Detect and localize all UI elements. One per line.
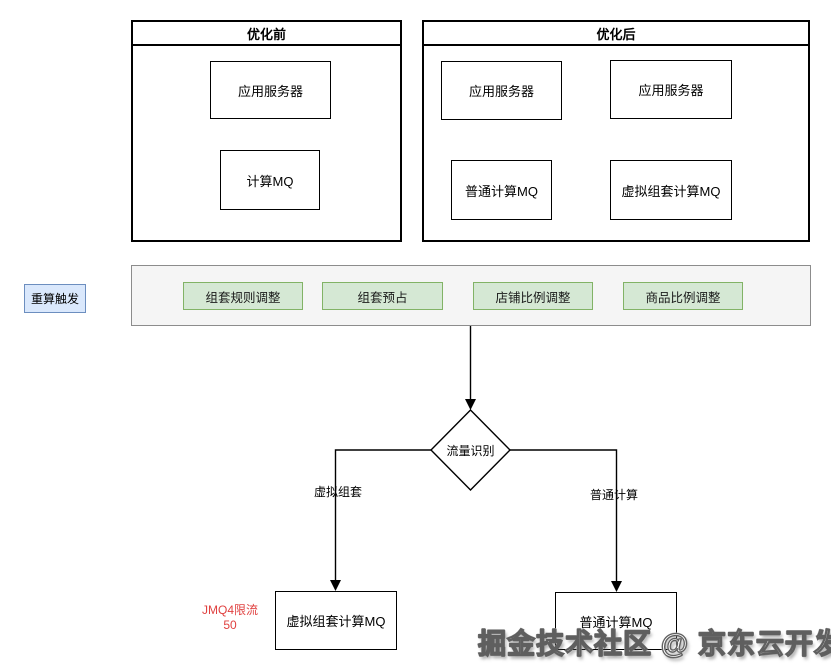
node-shop-ratio-adjust: 店铺比例调整 [473,282,593,310]
branch-label-normal-compute: 普通计算 [578,486,650,503]
group-title-text: 优化后 [596,26,636,42]
edge-decision-to-virtual-mq [334,449,431,581]
node-label: 应用服务器 [638,83,704,98]
node-set-preoccupy: 组套预占 [322,282,443,310]
branch-label-text: 普通计算 [589,488,638,502]
node-label: 应用服务器 [468,84,534,99]
node-label: 虚拟组套计算MQ [286,614,386,629]
node-label: 组套预占 [357,290,408,305]
group-title: 优化后 [424,22,808,46]
node-app-server-after-right: 应用服务器 [610,60,732,119]
node-label: 虚拟组套计算MQ [621,183,721,199]
node-label: 店铺比例调整 [495,290,571,305]
node-label: 普通计算MQ [465,183,538,199]
note-line1: JMQ4限流 [201,603,258,617]
node-label: 流量识别 [446,443,495,458]
node-label: 组套规则调整 [205,290,281,305]
edge-decision-to-normal-mq [510,449,618,582]
decision-diamond [430,409,511,491]
note-jmq4-throttle: JMQ4限流 50 [192,603,268,633]
group-title-text: 优化前 [246,26,286,42]
arrowhead-into-normal-mq-icon [611,581,622,592]
arrowhead-into-decision-icon [465,399,476,410]
node-virtual-set-compute-mq-after: 虚拟组套计算MQ [610,160,732,220]
node-recalc-trigger: 重算触发 [24,284,86,313]
node-label: 计算MQ [246,173,294,189]
node-item-ratio-adjust: 商品比例调整 [623,282,743,310]
note-line2: 50 [223,618,237,632]
node-set-rule-adjust: 组套规则调整 [183,282,303,310]
node-label: 普通计算MQ [579,614,653,630]
arrowhead-into-virtual-mq-icon [330,580,341,591]
node-normal-compute-mq: 普通计算MQ [555,592,677,650]
decision-traffic-identify-label: 流量识别 [430,438,511,462]
node-label: 商品比例调整 [645,290,721,305]
node-label: 应用服务器 [237,83,303,99]
node-compute-mq-before: 计算MQ [220,150,320,210]
node-normal-compute-mq-after: 普通计算MQ [451,160,552,220]
group-title: 优化前 [133,22,400,46]
watermark-text: 掘金技术社区 @ 京东云开发者 [477,622,831,662]
branch-label-virtual-set: 虚拟组套 [302,483,374,500]
watermark-label: 掘金技术社区 @ 京东云开发者 [477,627,831,659]
node-app-server-before: 应用服务器 [210,61,331,119]
node-label: 重算触发 [30,292,79,306]
branch-label-text: 虚拟组套 [313,485,362,499]
node-app-server-after-left: 应用服务器 [441,61,562,120]
node-virtual-set-compute-mq: 虚拟组套计算MQ [275,591,397,650]
